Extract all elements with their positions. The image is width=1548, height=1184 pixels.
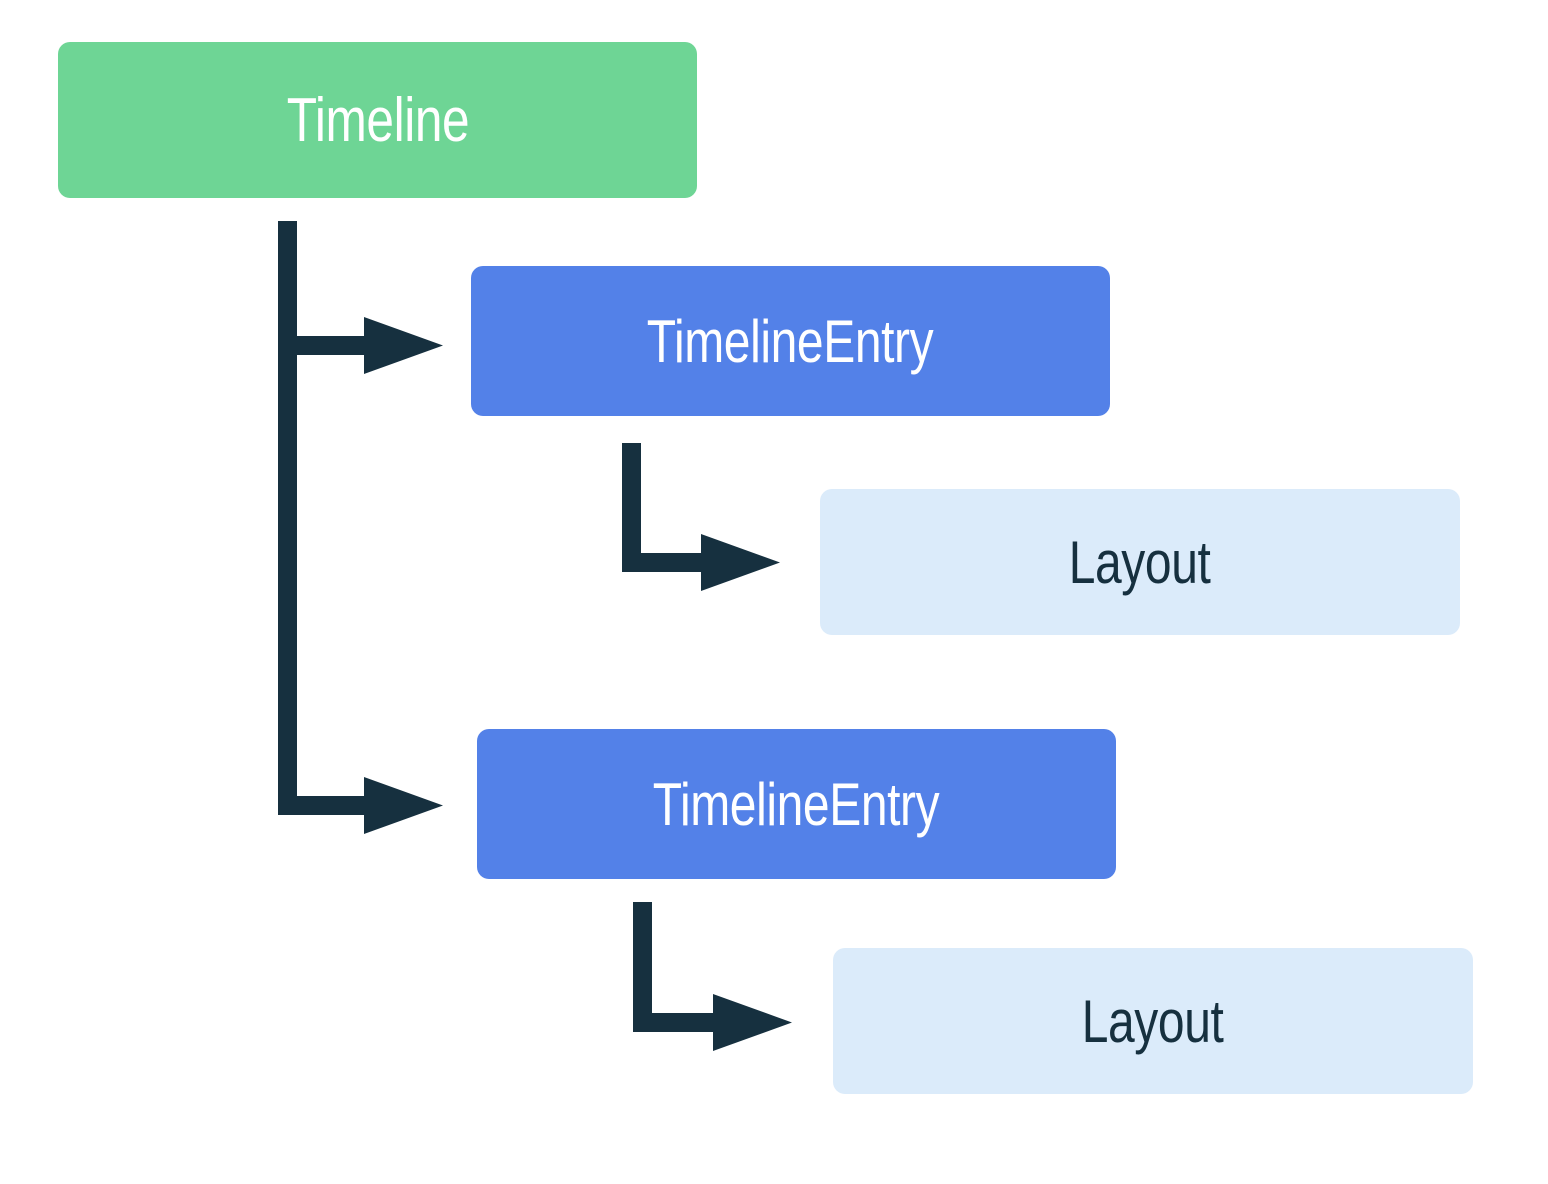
node-timeline-entry-1-label: TimelineEntry — [647, 307, 934, 375]
arrowhead-icon — [713, 994, 792, 1051]
node-timeline-label: Timeline — [286, 85, 469, 155]
edge-timelineentry-1-to-layout-1 — [622, 443, 780, 591]
node-layout-2-label: Layout — [1082, 987, 1224, 1055]
node-timeline-entry-2[interactable]: TimelineEntry — [477, 729, 1116, 879]
arrowhead-icon — [701, 534, 780, 591]
node-layout-1-label: Layout — [1069, 528, 1211, 596]
edge-timeline-to-timelineentry-2 — [297, 777, 443, 834]
node-timeline-entry-2-label: TimelineEntry — [653, 770, 940, 838]
node-timeline[interactable]: Timeline — [58, 42, 697, 198]
node-layout-1[interactable]: Layout — [820, 489, 1460, 635]
edge-timelineentry-2-to-layout-2 — [633, 902, 792, 1051]
node-layout-2[interactable]: Layout — [833, 948, 1473, 1094]
arrowhead-icon — [364, 317, 443, 374]
arrowhead-icon — [364, 777, 443, 834]
edge-timeline-to-timelineentry-1 — [278, 221, 443, 815]
node-timeline-entry-1[interactable]: TimelineEntry — [471, 266, 1110, 416]
